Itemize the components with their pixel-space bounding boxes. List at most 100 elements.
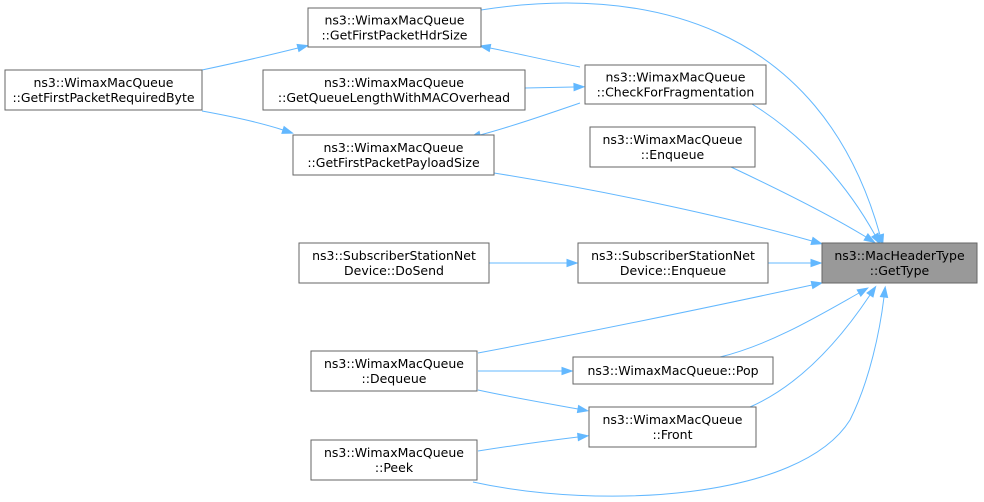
node-reqbyte[interactable]: ns3::WimaxMacQueue::GetFirstPacketRequir… (4, 69, 203, 111)
edge-line (719, 292, 860, 358)
edge-line (524, 86, 575, 89)
node-box (821, 242, 978, 284)
node-label-line: ns3::SubscriberStationNet (591, 248, 755, 263)
node-box (298, 242, 490, 284)
node-hdrsize[interactable]: ns3::WimaxMacQueue::GetFirstPacketHdrSiz… (307, 7, 482, 48)
node-pop[interactable]: ns3::WimaxMacQueue::Pop (572, 356, 774, 385)
nodes-layer: ns3::MacHeaderType::GetTypens3::WimaxMac… (4, 7, 978, 481)
edge-arrowhead (810, 280, 824, 290)
node-payload[interactable]: ns3::WimaxMacQueue::GetFirstPacketPayloa… (292, 134, 495, 176)
node-box (307, 7, 482, 48)
node-label-line: ns3::WimaxMacQueue (324, 140, 464, 155)
edge-arrowhead (576, 404, 590, 414)
edge-dosend-to-ssenq (489, 258, 579, 268)
node-deq[interactable]: ns3::WimaxMacQueue::Dequeue (310, 350, 478, 392)
node-box (310, 350, 478, 392)
node-qlen[interactable]: ns3::WimaxMacQueue::GetQueueLengthWithMA… (262, 69, 526, 111)
edge-arrowhead (810, 236, 824, 246)
node-label-line: ns3::WimaxMacQueue (606, 70, 746, 85)
node-label-line: ns3::WimaxMacQueue (325, 13, 465, 28)
node-label-line: ns3::MacHeaderType (834, 248, 965, 263)
edge-line (730, 166, 867, 238)
node-label-line: ns3::WimaxMacQueue (603, 132, 743, 147)
edge-line (751, 103, 876, 236)
edge-ssenq-to-gettype (768, 258, 823, 268)
node-front[interactable]: ns3::WimaxMacQueue::Front (588, 406, 757, 448)
edge-enq-to-gettype (730, 166, 876, 243)
edge-arrowhead (573, 82, 586, 92)
edge-arrowhead (856, 287, 869, 297)
edge-qlen-to-frag (524, 82, 586, 92)
node-label-line: ns3::WimaxMacQueue::Pop (587, 363, 758, 378)
edge-pop-to-gettype (719, 287, 869, 358)
node-label-line: ns3::WimaxMacQueue (34, 75, 174, 90)
edge-arrowhead (296, 43, 310, 53)
node-label-line: Device::Enqueue (620, 263, 726, 278)
edge-line (480, 2, 881, 236)
edge-line (201, 110, 284, 131)
node-label-line: ns3::WimaxMacQueue (324, 75, 464, 90)
node-box (589, 126, 756, 168)
edge-arrowhead (281, 125, 294, 134)
edge-arrowhead (879, 285, 889, 298)
edge-arrowhead (478, 43, 492, 53)
edge-payload-to-gettype (493, 172, 824, 246)
edge-line (489, 47, 581, 68)
edge-front-to-peek (477, 432, 590, 452)
node-label-line: ::Front (652, 427, 692, 442)
edge-line (493, 172, 813, 242)
node-gettype[interactable]: ns3::MacHeaderType::GetType (821, 242, 978, 284)
edge-front-to-gettype (749, 285, 877, 408)
edge-arrowhead (810, 258, 823, 268)
node-box (588, 406, 757, 448)
edge-line (477, 284, 813, 354)
node-frag[interactable]: ns3::WimaxMacQueue::CheckForFragmentatio… (584, 64, 767, 105)
node-enq[interactable]: ns3::WimaxMacQueue::Enqueue (589, 126, 756, 168)
node-label-line: ::GetType (870, 263, 930, 278)
node-label-line: ns3::WimaxMacQueue (603, 412, 743, 427)
node-label-line: ns3::WimaxMacQueue (324, 445, 464, 460)
edge-deq-to-gettype (477, 280, 824, 354)
node-label-line: ::GetFirstPacketHdrSize (321, 28, 467, 43)
node-label-line: ::Enqueue (641, 147, 705, 162)
edge-line (749, 294, 871, 408)
edge-arrowhead (871, 232, 881, 245)
node-box (262, 69, 526, 111)
node-box (4, 69, 203, 111)
node-box (292, 134, 495, 176)
edge-arrowhead (561, 366, 574, 376)
edge-line (479, 102, 581, 136)
node-peek[interactable]: ns3::WimaxMacQueue::Peek (310, 439, 478, 481)
edge-front-to-deq (477, 389, 590, 414)
node-label-line: ::GetFirstPacketRequiredByte (12, 90, 194, 105)
edge-line (477, 389, 579, 410)
node-box (584, 64, 767, 105)
node-label-line: Device::DoSend (344, 263, 444, 278)
edge-frag-to-hdrsize (478, 43, 581, 68)
node-label-line: ns3::WimaxMacQueue (324, 356, 464, 371)
node-box (577, 242, 769, 284)
node-label-line: ::CheckForFragmentation (597, 85, 755, 100)
node-box (310, 439, 478, 481)
node-box (572, 356, 774, 385)
edge-frag-to-gettype (751, 103, 881, 245)
edge-pop-to-deq (478, 366, 574, 376)
node-label-line: ns3::SubscriberStationNet (312, 248, 476, 263)
edge-peek-to-gettype (472, 285, 889, 497)
edge-arrowhead (866, 285, 877, 298)
edge-line (472, 296, 885, 497)
edge-payload-to-reqbyte (201, 110, 294, 134)
edge-hdrsize-to-reqbyte (201, 43, 310, 71)
edge-arrowhead (566, 258, 579, 268)
edge-line (477, 436, 579, 452)
node-label-line: ::GetFirstPacketPayloadSize (307, 155, 480, 170)
node-label-line: ::Peek (375, 460, 414, 475)
edge-arrowhead (577, 432, 590, 442)
edges-layer (201, 2, 889, 497)
node-label-line: ::Dequeue (362, 371, 427, 386)
edge-arrowhead (863, 233, 876, 243)
node-label-line: ::GetQueueLengthWithMACOverhead (278, 90, 510, 105)
